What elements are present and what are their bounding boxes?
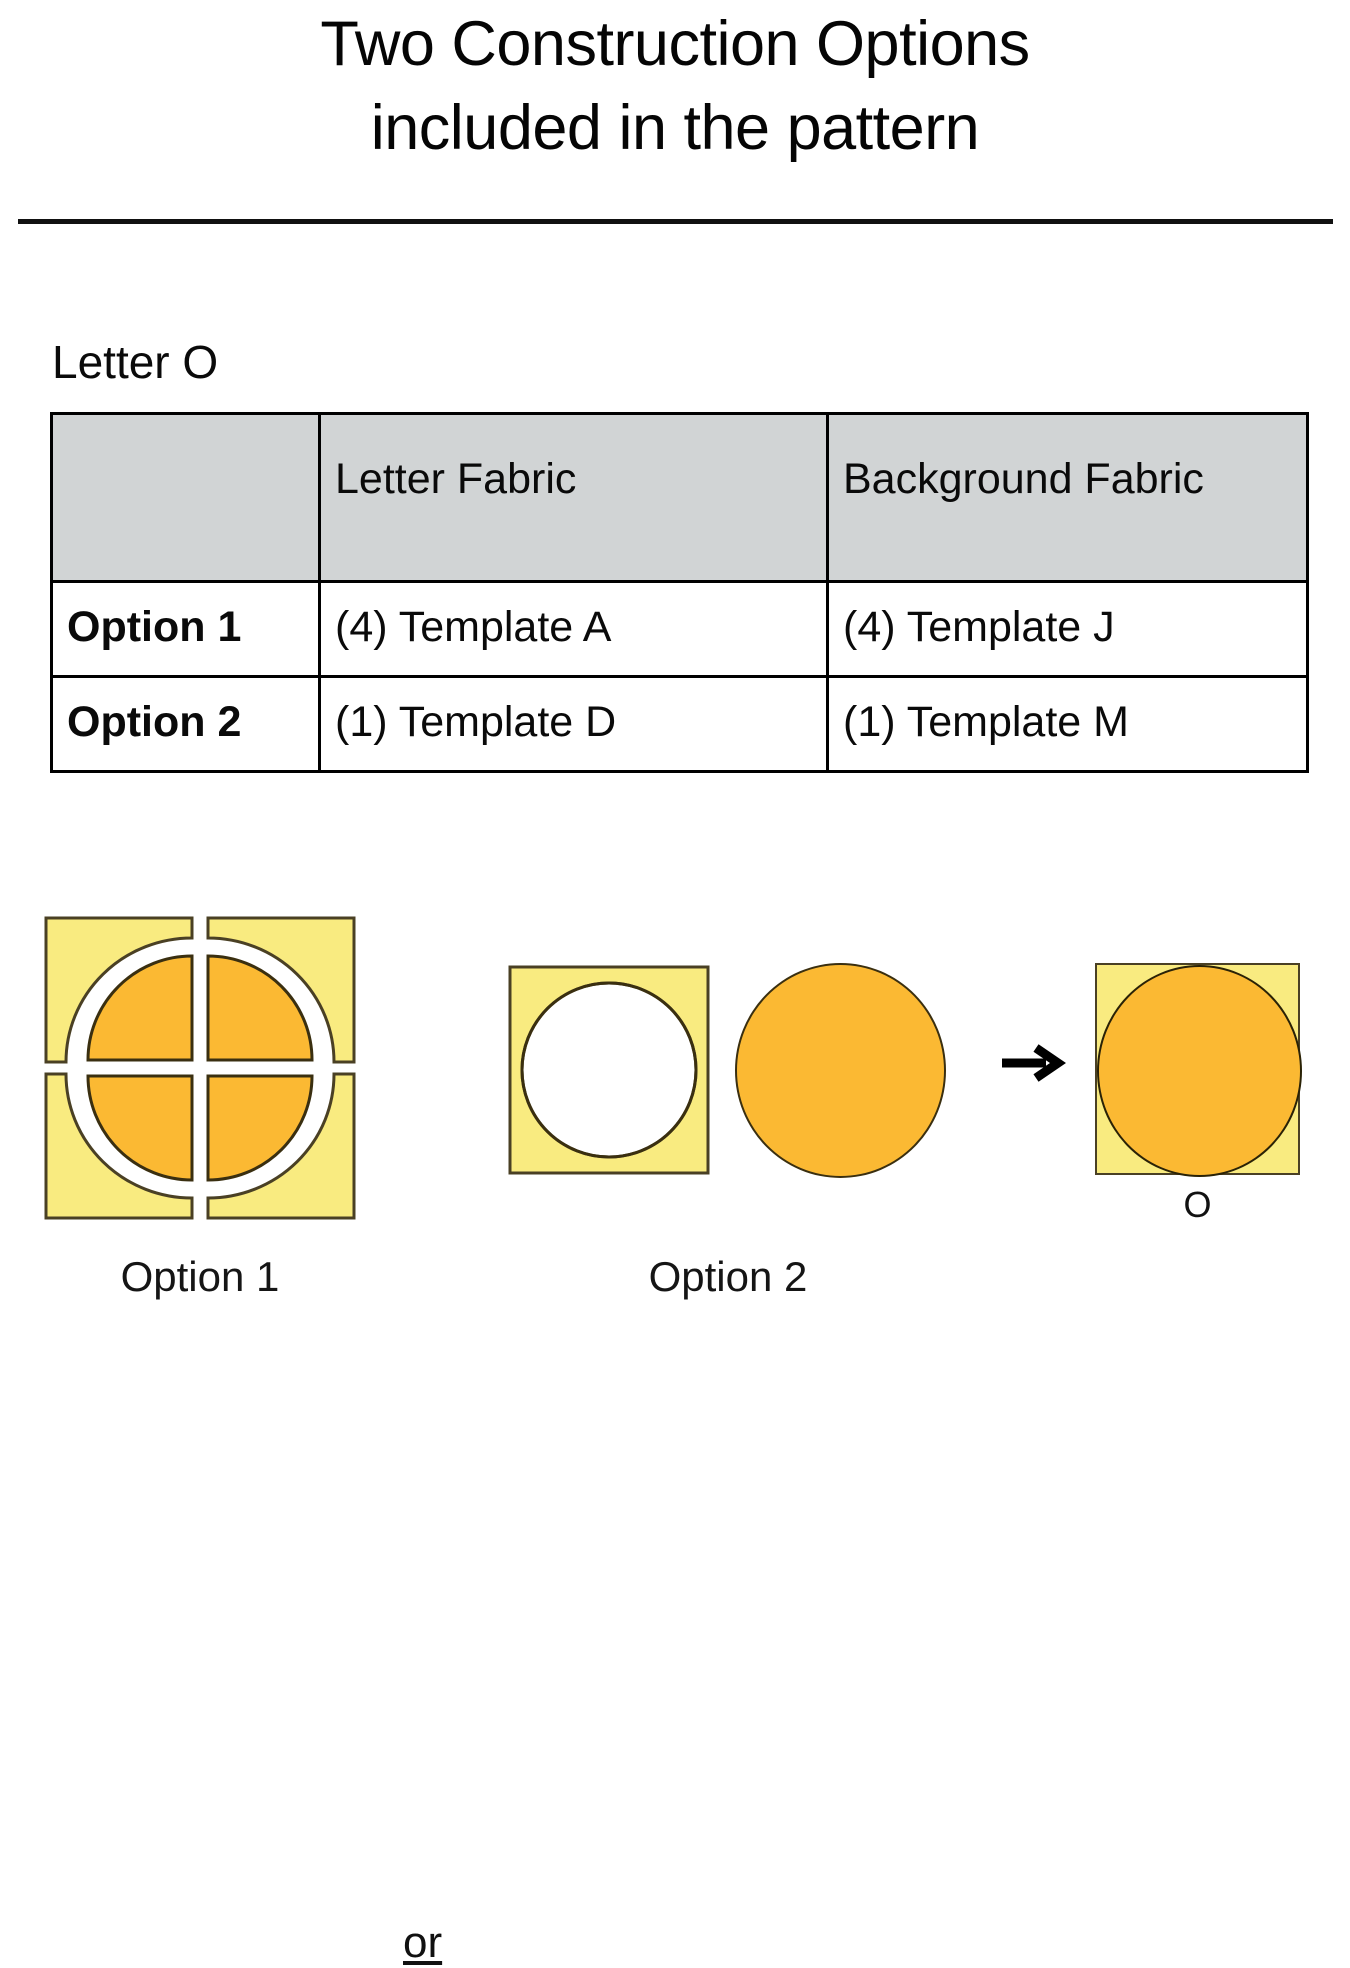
option-2-letter-circle [735, 963, 946, 1178]
finished-block-background [1095, 963, 1302, 1177]
page-title-line-2: included in the pattern [370, 93, 980, 163]
background-piece-shape [206, 1072, 356, 1220]
cell-option-1-background-fabric: (4) Template J [826, 580, 1309, 678]
row-label-option-1: Option 1 [50, 580, 321, 678]
option-1-unit-top-left [44, 916, 194, 1064]
cell-option-2-letter-fabric: (1) Template D [318, 675, 829, 773]
finished-block-letter-circle [1097, 965, 1302, 1177]
table-row: Option 2 (1) Template D (1) Template M [50, 675, 1309, 773]
table-row: Option 1 (4) Template A (4) Template J [50, 580, 1309, 678]
background-piece-with-circle-opening [508, 965, 710, 1175]
row-label-option-2: Option 2 [50, 675, 321, 773]
option-1-unit-bottom-left [44, 1072, 194, 1220]
circle-opening-outline [520, 981, 698, 1159]
fabric-requirements-table: Letter Fabric Background Fabric Option 1… [50, 412, 1309, 773]
table-header-corner [50, 412, 321, 583]
letter-piece-shape [206, 1074, 314, 1182]
table-header-background-fabric: Background Fabric [826, 412, 1309, 583]
option-1-unit-bottom-right [206, 1072, 356, 1220]
cell-option-2-background-fabric: (1) Template M [826, 675, 1309, 773]
table-header: Letter Fabric Background Fabric [50, 412, 1309, 583]
option-2-background-square [508, 965, 710, 1175]
horizontal-divider [18, 219, 1333, 224]
finished-block-label: O [1183, 1184, 1212, 1225]
letter-piece-shape [86, 1074, 194, 1182]
section-heading: Letter O [52, 336, 219, 388]
page-title: Two Construction Options included in the… [0, 2, 1350, 170]
option-1-illustration [44, 916, 356, 1220]
background-piece-shape [44, 916, 194, 1064]
option-1-caption: Option 1 [120, 1253, 280, 1300]
table-header-row: Letter Fabric Background Fabric [50, 412, 1309, 583]
background-piece-shape [44, 1072, 194, 1220]
construction-diagram: or [0, 880, 1350, 1967]
or-connector-label: or [403, 1918, 443, 1967]
table-body: Option 1 (4) Template A (4) Template J O… [50, 580, 1309, 773]
finished-block-illustration: O [1095, 963, 1305, 1225]
background-piece-shape [206, 916, 356, 1064]
letter-piece-shape [206, 954, 314, 1062]
page-title-line-1: Two Construction Options [320, 9, 1030, 79]
option-2-caption: Option 2 [648, 1253, 808, 1300]
letter-piece-shape [86, 954, 194, 1062]
option-1-unit-top-right [206, 916, 356, 1064]
right-arrow-icon [1000, 1040, 1070, 1086]
table-header-letter-fabric: Letter Fabric [318, 412, 829, 583]
option-2-illustration [508, 963, 948, 1179]
cell-option-1-letter-fabric: (4) Template A [318, 580, 829, 678]
